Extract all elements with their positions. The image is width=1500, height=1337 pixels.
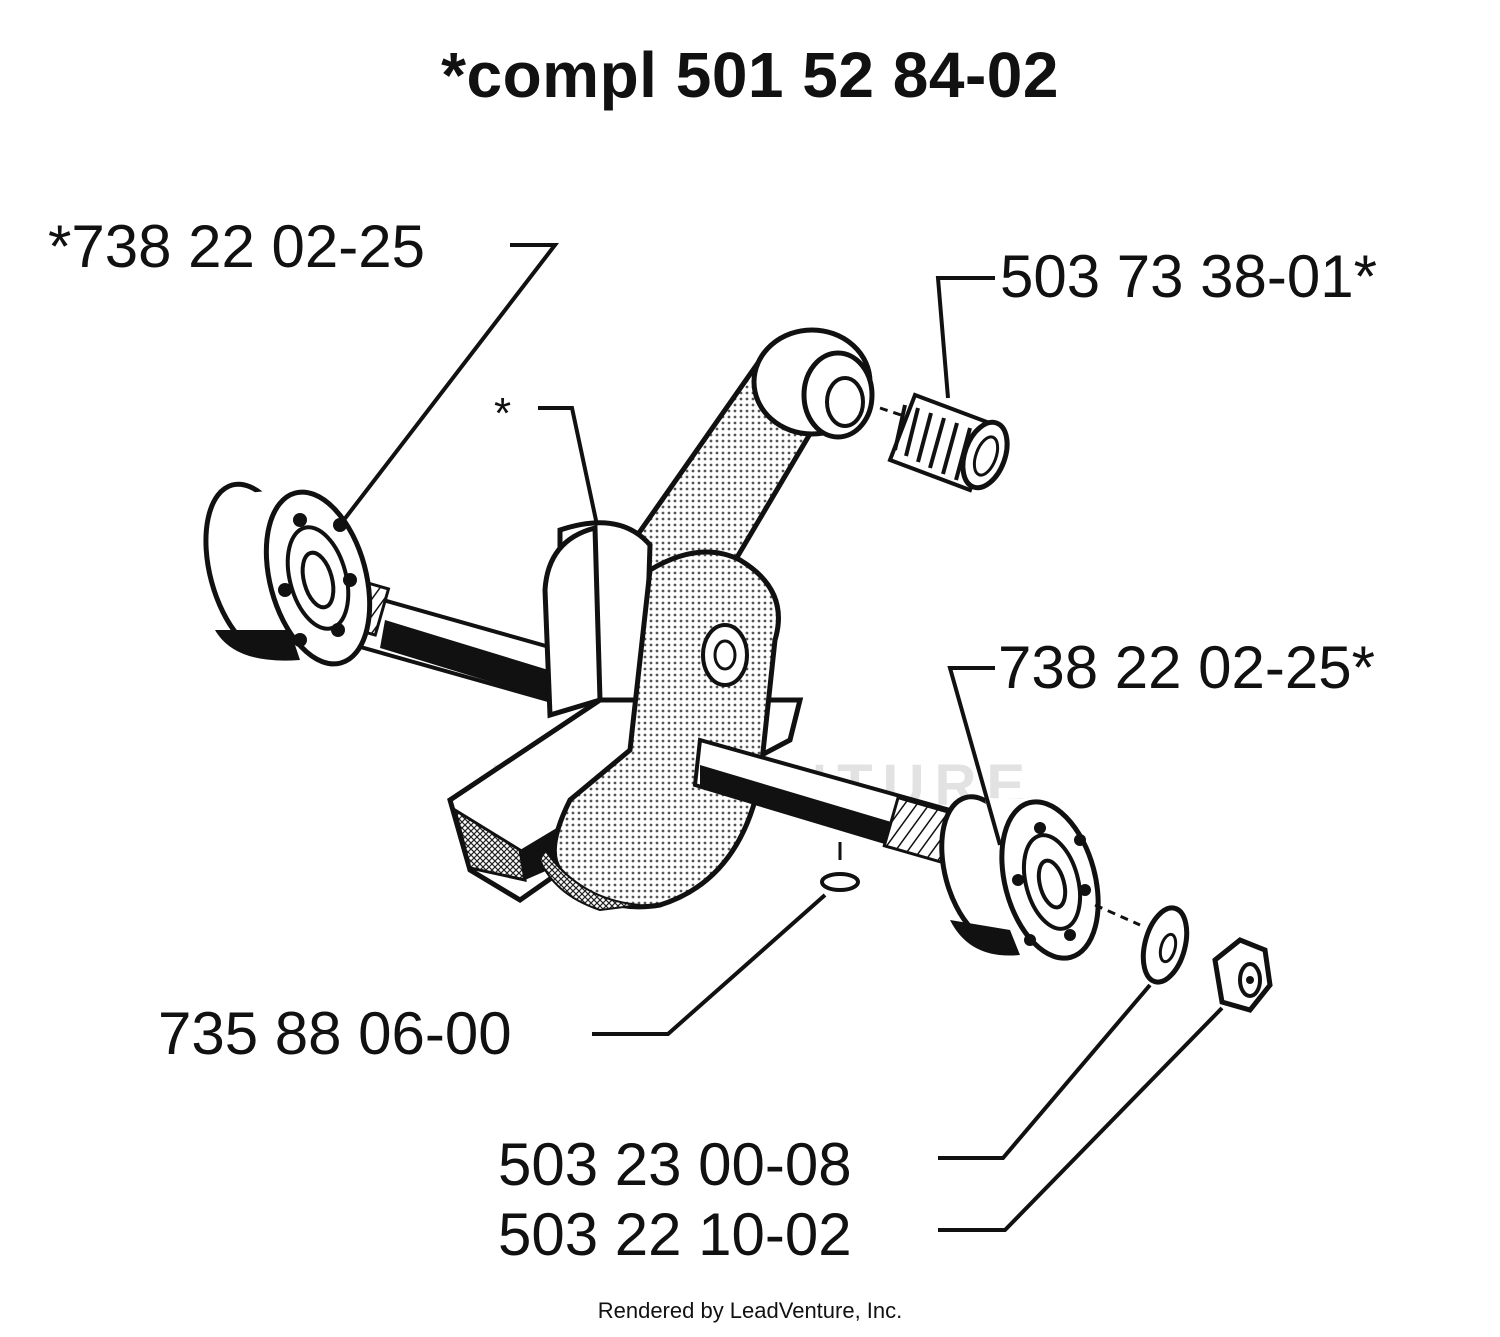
hex-nut [1212, 937, 1273, 1013]
leader-bearing-left [338, 243, 560, 527]
footer-credit: Rendered by LeadVenture, Inc. [597, 1298, 903, 1323]
callout-bearing-right: 738 22 02-25* [998, 634, 1375, 701]
counterweight [538, 549, 781, 912]
callout-needle-bearing: 503 73 38-01* [1000, 243, 1377, 310]
leader-needle-bearing [935, 276, 995, 399]
right-bearing [939, 794, 1141, 961]
callout-nut: 503 22 10-02 [498, 1201, 852, 1268]
callout-crankshaft: * [494, 389, 512, 438]
connecting-rod [616, 327, 911, 624]
leader-crankshaft [538, 406, 599, 526]
leader-key [592, 893, 827, 1036]
leader-nut [938, 1006, 1224, 1232]
leader-bearing-right [947, 666, 1002, 846]
right-shaft [692, 737, 958, 865]
leader-washer [938, 983, 1152, 1160]
washer [1140, 905, 1190, 985]
assembly-title: *compl 501 52 84-02 [441, 39, 1059, 111]
callout-key: 735 88 06-00 [158, 1000, 512, 1067]
leader-lines [338, 243, 1224, 1232]
left-bearing [203, 481, 373, 667]
woodruff-key [820, 842, 860, 892]
callout-washer: 503 23 00-08 [498, 1131, 852, 1198]
needle-bearing [887, 392, 1010, 493]
callout-bearing-left: *738 22 02-25 [48, 213, 425, 280]
